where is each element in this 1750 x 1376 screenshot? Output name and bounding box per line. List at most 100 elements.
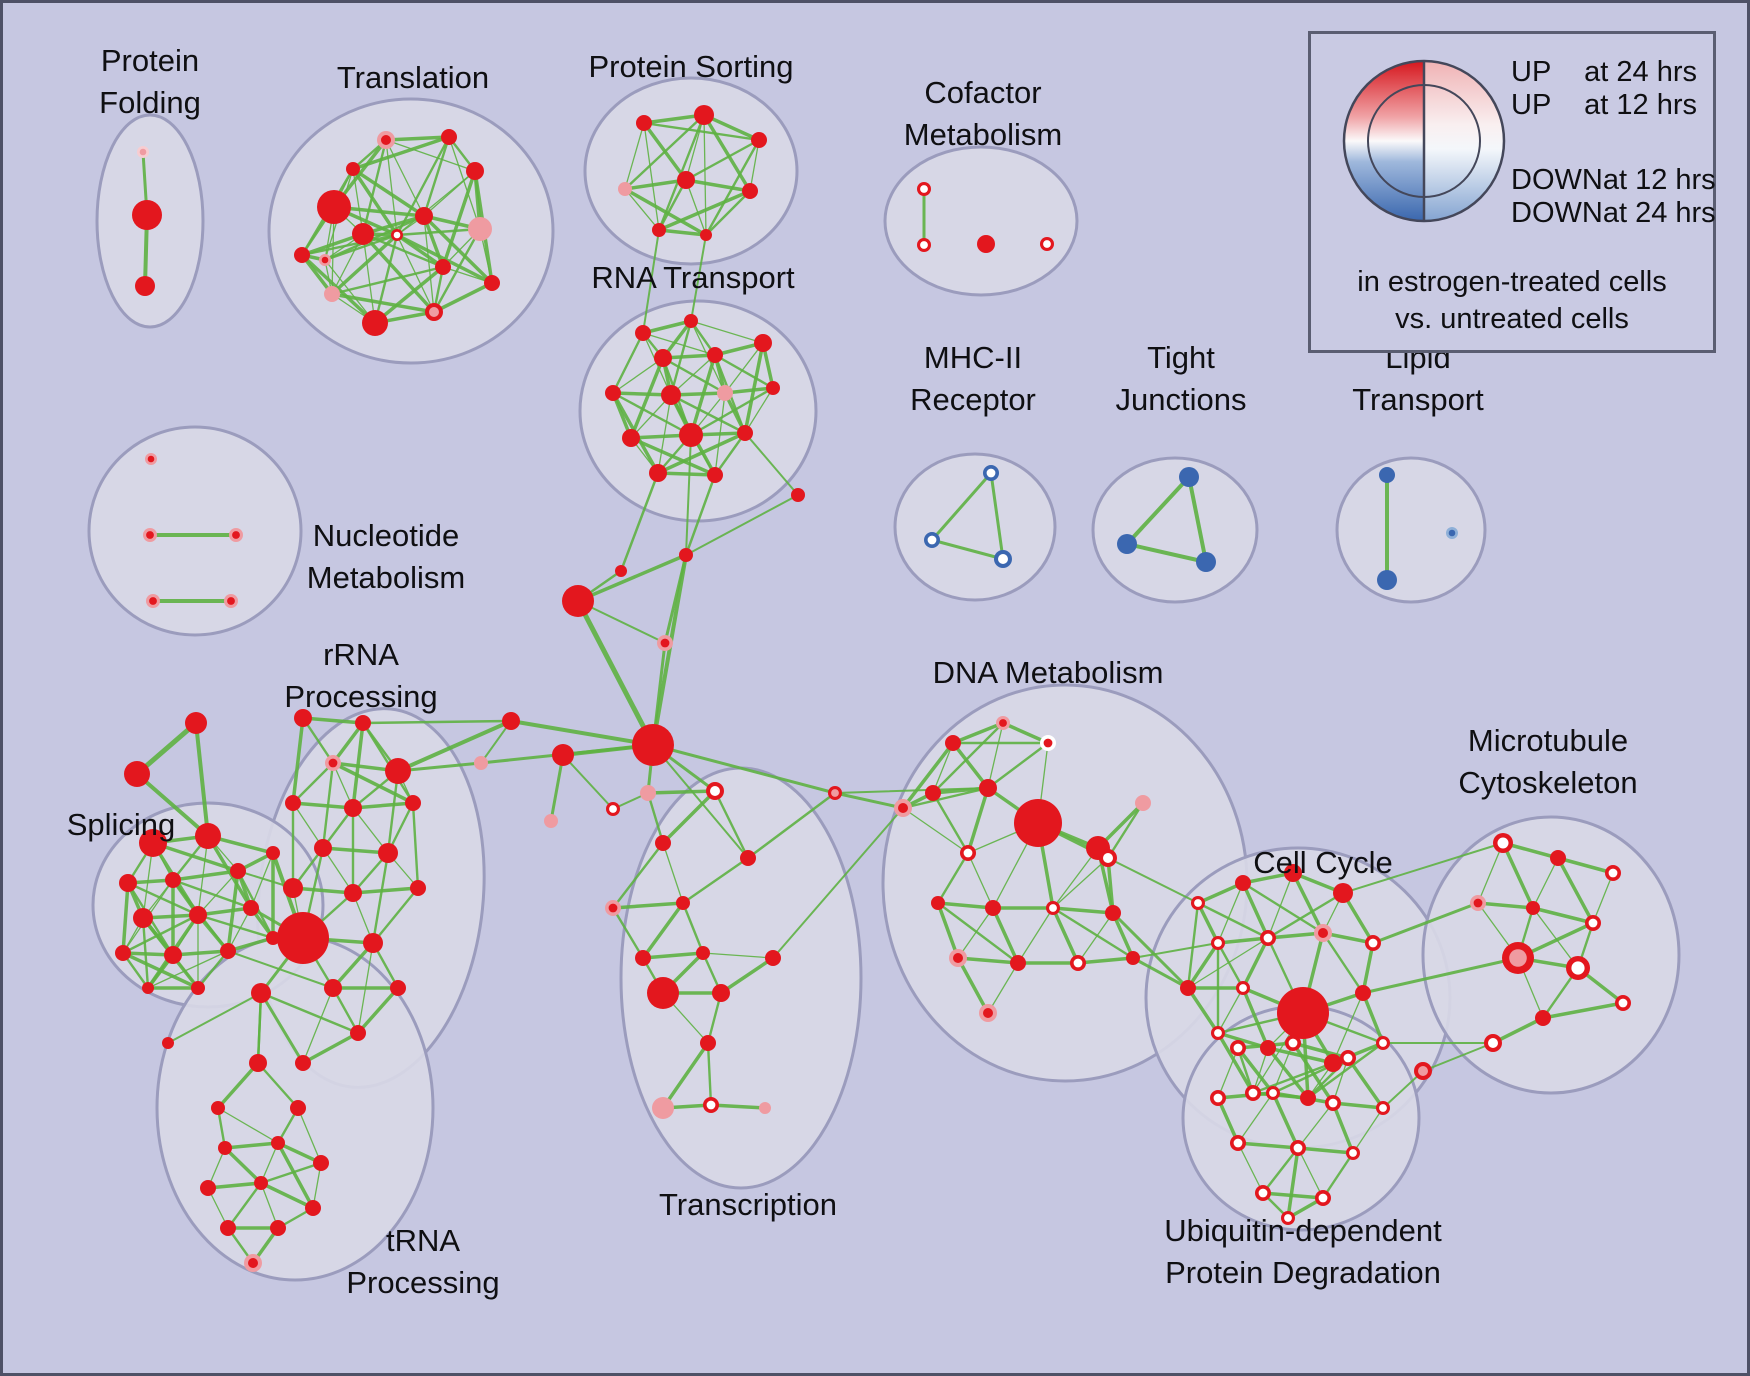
edge <box>1217 882 1244 944</box>
node-core-cofactor_metabolism-1 <box>920 241 928 249</box>
node-core-ubiquitin_degradation-11 <box>1318 1193 1328 1203</box>
edge <box>713 353 775 390</box>
legend-caption-line2: vs. untreated cells <box>1395 303 1629 335</box>
node-core-cell_cycle-15 <box>1379 1039 1387 1047</box>
node-trna_processing-3 <box>211 1101 225 1115</box>
node-rna_transport-8 <box>766 381 780 395</box>
node-dna_metabolism-5 <box>979 779 997 797</box>
node-rrna_processing-13 <box>363 933 383 953</box>
cluster-label-splicing: Splicing <box>67 807 176 842</box>
edge <box>1196 881 1245 905</box>
edge <box>1111 911 1135 960</box>
edge <box>1051 906 1135 960</box>
edge <box>656 431 747 475</box>
edge <box>989 471 1005 561</box>
cluster-label-transcription: Transcription <box>659 1187 837 1222</box>
node-cell_cycle-2 <box>1284 864 1302 882</box>
node-connectors-10 <box>791 488 805 502</box>
node-connectors-1 <box>562 585 594 617</box>
edge <box>623 178 688 191</box>
edge <box>746 791 837 860</box>
cluster-nodes-microtubule_cytoskeleton <box>1470 833 1631 1052</box>
legend-row-up-12: UP at 12 hrs <box>1511 89 1697 122</box>
edge <box>1196 901 1220 945</box>
edge <box>351 886 420 895</box>
node-rna_transport-9 <box>622 429 640 447</box>
edge <box>690 320 764 344</box>
cluster-label-mhc_receptor: Receptor <box>910 382 1036 417</box>
node-core-mhc_receptor-0 <box>986 468 996 478</box>
node-trna_processing-2 <box>249 1054 267 1072</box>
edge <box>623 113 706 191</box>
edge <box>611 901 685 910</box>
edge <box>373 233 399 325</box>
edge <box>932 742 954 794</box>
edge <box>951 741 990 790</box>
edge <box>1261 1146 1300 1195</box>
edge <box>121 881 130 955</box>
legend-row-down-12: DOWN at 12 hrs <box>1511 164 1716 197</box>
node-splicing-0 <box>139 829 167 857</box>
edge <box>411 801 420 890</box>
cluster-label-nucleotide_metabolism: Nucleotide <box>313 518 459 553</box>
edge <box>724 342 764 394</box>
node-trna_processing-7 <box>313 1155 329 1171</box>
node-core-dna_metabolism-13 <box>1049 904 1057 912</box>
edge <box>642 113 706 125</box>
legend-down-12-time: at 12 hrs <box>1602 164 1716 196</box>
node-connectors-12 <box>124 761 150 787</box>
edge <box>1261 1191 1325 1200</box>
cluster-label-protein_sorting: Protein Sorting <box>588 49 793 84</box>
node-core-connectors-7 <box>831 789 839 797</box>
edge <box>624 122 645 190</box>
node-core-protein_folding-0 <box>139 148 147 156</box>
edge <box>986 741 1050 790</box>
cluster-label-ubiquitin_degradation: Protein Degradation <box>1165 1255 1441 1290</box>
node-cofactor_metabolism-2 <box>977 235 995 253</box>
cluster-label-rrna_processing: Processing <box>284 679 437 714</box>
node-core-microtubule_cytoskeleton-7 <box>1571 961 1585 975</box>
edge <box>1297 1147 1324 1199</box>
edge <box>966 786 990 855</box>
node-core-ubiquitin_degradation-3 <box>1213 1093 1223 1103</box>
edge <box>276 1141 315 1210</box>
edge <box>302 987 334 1064</box>
edge <box>623 187 708 237</box>
node-core-dna_metabolism-9 <box>963 848 973 858</box>
legend-down-24-dir: DOWN <box>1511 197 1603 229</box>
edge <box>611 391 693 437</box>
edge <box>901 786 990 810</box>
edge <box>1352 1107 1384 1154</box>
node-splicing-2 <box>119 874 137 892</box>
edge <box>706 1041 713 1107</box>
node-core-ubiquitin_degradation-5 <box>1328 1098 1338 1108</box>
edge <box>704 189 752 237</box>
node-cell_cycle-1 <box>1235 875 1251 891</box>
edge <box>151 841 240 873</box>
edge <box>690 234 707 322</box>
node-core-connectors-13 <box>1418 1066 1428 1076</box>
edge <box>1051 906 1080 965</box>
node-splicing-7 <box>189 906 207 924</box>
cluster-nodes-cofactor_metabolism <box>917 182 1054 253</box>
node-connectors-14 <box>615 565 627 577</box>
node-rrna_processing-16 <box>350 1025 366 1041</box>
edge <box>442 266 493 284</box>
edge <box>661 1041 710 1110</box>
edge <box>1291 1041 1335 1105</box>
node-dna_metabolism-6 <box>1014 799 1062 847</box>
edge <box>227 907 252 952</box>
node-core-translation-15 <box>321 256 329 264</box>
cluster-ellipse-nucleotide_metabolism <box>87 425 303 637</box>
legend-up-24-time: at 24 hrs <box>1584 56 1697 88</box>
edge <box>1477 842 1504 904</box>
edge <box>834 787 989 794</box>
edge <box>1532 857 1559 909</box>
cluster-label-cell_cycle: Cell Cycle <box>1253 845 1393 880</box>
node-translation-14 <box>484 275 500 291</box>
node-core-cofactor_metabolism-3 <box>1043 240 1051 248</box>
legend-row-up-24: UP at 24 hrs <box>1511 56 1697 89</box>
edge <box>1346 1056 1385 1110</box>
edge <box>642 332 716 356</box>
